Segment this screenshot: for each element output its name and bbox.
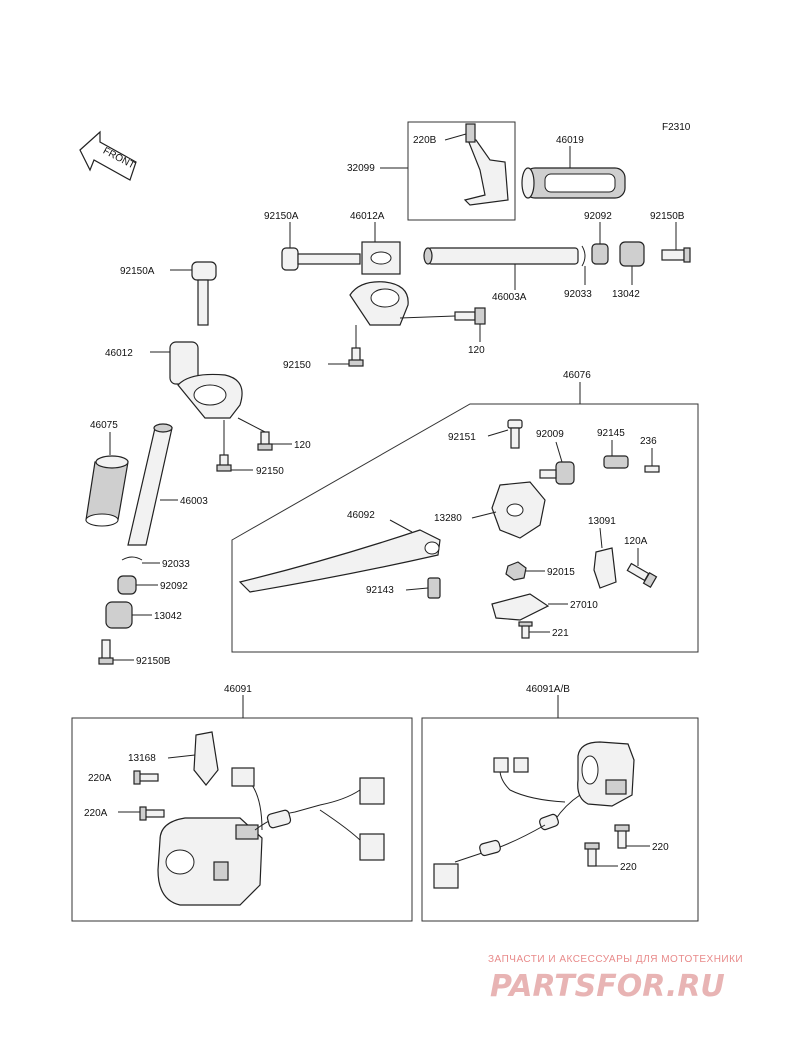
figure-code: F2310 — [662, 122, 691, 133]
label-92151: 92151 — [448, 432, 476, 443]
lever-46092-part — [238, 529, 441, 593]
label-46012A: 46012A — [350, 211, 385, 222]
label-120-top: 120 — [468, 345, 485, 356]
switch-46091-box — [71, 717, 413, 922]
handlebar-46003A-part — [423, 247, 579, 265]
bolt-120-left-part — [257, 431, 273, 451]
label-220-2: 220 — [620, 862, 637, 873]
label-32099: 32099 — [347, 163, 375, 174]
label-46012: 46012 — [105, 348, 133, 359]
label-92092-left: 92092 — [160, 581, 188, 592]
bolt-92150A-top-part — [281, 247, 361, 271]
adjuster-92009-part — [539, 461, 575, 485]
screw-92150-left-part — [216, 454, 232, 472]
label-92145: 92145 — [597, 428, 625, 439]
collar-92143-part — [427, 577, 441, 599]
label-13168: 13168 — [128, 753, 156, 764]
label-92033-left: 92033 — [162, 559, 190, 570]
label-46003A: 46003A — [492, 292, 527, 303]
label-46075: 46075 — [90, 420, 118, 431]
screw-220A-1-part — [133, 770, 159, 785]
switch-27010-part — [491, 593, 550, 621]
weight-13042-left-part — [105, 601, 133, 629]
screw-220-1-part — [614, 824, 630, 849]
handlebar-46003-part — [127, 423, 173, 546]
label-46092: 46092 — [347, 510, 375, 521]
label-46003: 46003 — [180, 496, 208, 507]
label-92143: 92143 — [366, 585, 394, 596]
grip-46075-part — [85, 455, 129, 527]
circlip-92033-top-part — [581, 245, 586, 267]
label-92092-top: 92092 — [584, 211, 612, 222]
nut-92015-part — [505, 561, 527, 581]
watermark-logo: PARTSFOR.RU — [490, 969, 725, 1004]
left-switch-housing-part — [157, 817, 263, 906]
clamp-46012-part — [169, 341, 243, 419]
collar-92092-left-part — [117, 575, 137, 595]
bolt-92150A-left-part — [191, 261, 217, 326]
lever-holder-13280-part — [491, 481, 546, 539]
label-120-left: 120 — [294, 440, 311, 451]
label-92150B-left: 92150B — [136, 656, 171, 667]
bolt-120A-part — [626, 562, 658, 589]
right-wire-harness-part — [433, 757, 581, 889]
label-220-1: 220 — [652, 842, 669, 853]
label-92015: 92015 — [547, 567, 575, 578]
label-220A-2: 220A — [84, 808, 108, 819]
label-46019: 46019 — [556, 135, 584, 146]
collar-92092-top-part — [591, 243, 609, 265]
bolt-92150B-top-part — [661, 247, 691, 263]
weight-13042-top-part — [619, 241, 645, 267]
label-27010: 27010 — [570, 600, 598, 611]
screw-220-2-part — [584, 842, 600, 867]
clamp-46012A-part — [349, 241, 409, 326]
bolt-92151-part — [507, 419, 523, 449]
label-221: 221 — [552, 628, 569, 639]
right-switch-housing-part — [577, 741, 635, 807]
circlip-92033-left-part — [121, 556, 143, 561]
switch-92145-part — [603, 455, 660, 473]
lever-assembly-box — [231, 403, 699, 653]
throttle-tube-box — [407, 121, 516, 221]
label-13091: 13091 — [588, 516, 616, 527]
label-13042-left: 13042 — [154, 611, 182, 622]
label-92033-top: 92033 — [564, 289, 592, 300]
label-92150A-top: 92150A — [264, 211, 299, 222]
part-13168 — [193, 731, 219, 786]
grip-46019-part — [521, 167, 626, 199]
throttle-tube-part — [463, 123, 509, 206]
left-wire-harness-part — [231, 767, 385, 861]
bolt-120-top-part — [454, 307, 486, 325]
clamp-cap-13091-part — [593, 547, 617, 589]
label-220A-1: 220A — [88, 773, 112, 784]
screw-220A-2-part — [139, 806, 165, 821]
label-13280: 13280 — [434, 513, 462, 524]
label-46076: 46076 — [563, 370, 591, 381]
label-120A: 120A — [624, 536, 648, 547]
label-92150A-left: 92150A — [120, 266, 155, 277]
label-46091AB: 46091A/B — [526, 684, 570, 695]
label-92009: 92009 — [536, 429, 564, 440]
label-46091: 46091 — [224, 684, 252, 695]
label-92150-left: 92150 — [256, 466, 284, 477]
bolt-92150B-left-part — [98, 639, 114, 665]
front-arrow-icon: FRONT — [79, 130, 137, 181]
screw-221-part — [518, 621, 533, 639]
label-13042-top: 13042 — [612, 289, 640, 300]
label-92150-top: 92150 — [283, 360, 311, 371]
label-220B: 220B — [413, 135, 437, 146]
screw-92150-top-part — [348, 347, 364, 367]
label-236: 236 — [640, 436, 657, 447]
switch-46091AB-box — [421, 717, 699, 922]
label-92150B-top: 92150B — [650, 211, 685, 222]
watermark-tagline: ЗАПЧАСТИ И АКСЕССУАРЫ ДЛЯ МОТОТЕХНИКИ — [488, 954, 743, 965]
